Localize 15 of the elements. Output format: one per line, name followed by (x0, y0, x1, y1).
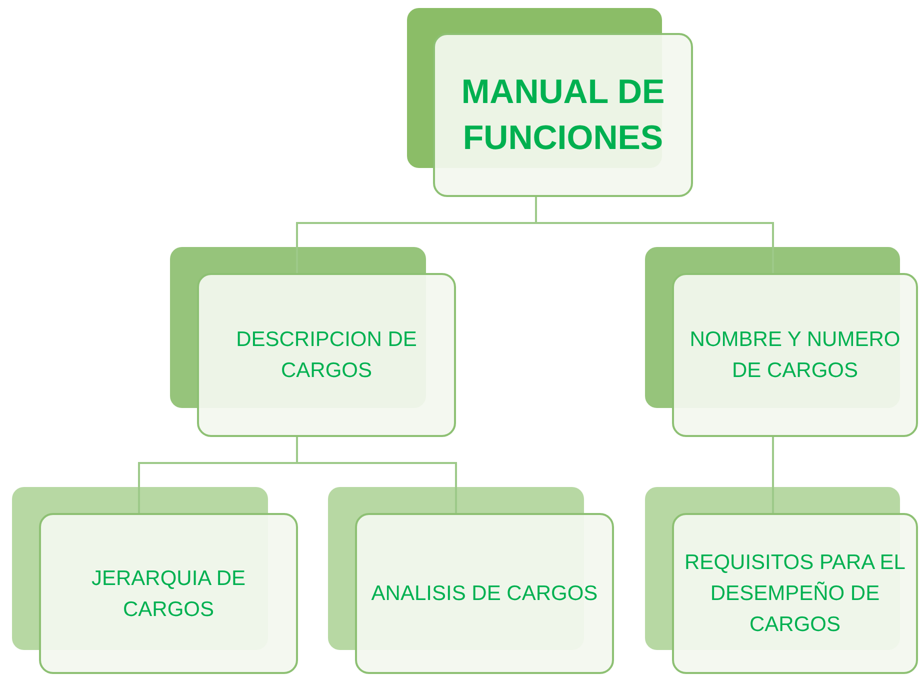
process-box (39, 513, 298, 674)
process-box (355, 513, 614, 674)
connector-line (535, 197, 774, 273)
process-box (433, 33, 693, 197)
node-label: DESCRIPCION DE CARGOS (235, 327, 418, 384)
process-box (672, 513, 918, 674)
connector-line (296, 437, 457, 513)
node-label: NOMBRE Y NUMERO DE CARGOS (688, 327, 902, 384)
process-box (197, 273, 456, 437)
node-label: JERARQUIA DE CARGOS (90, 566, 247, 622)
node-label: REQUISITOS PARA EL DESEMPEÑO DE CARGOS (684, 550, 906, 638)
node-label: MANUAL DE FUNCIONES (460, 72, 666, 159)
process-box (672, 273, 918, 437)
connector-line (772, 437, 774, 513)
node-label: ANALISIS DE CARGOS (371, 581, 598, 607)
